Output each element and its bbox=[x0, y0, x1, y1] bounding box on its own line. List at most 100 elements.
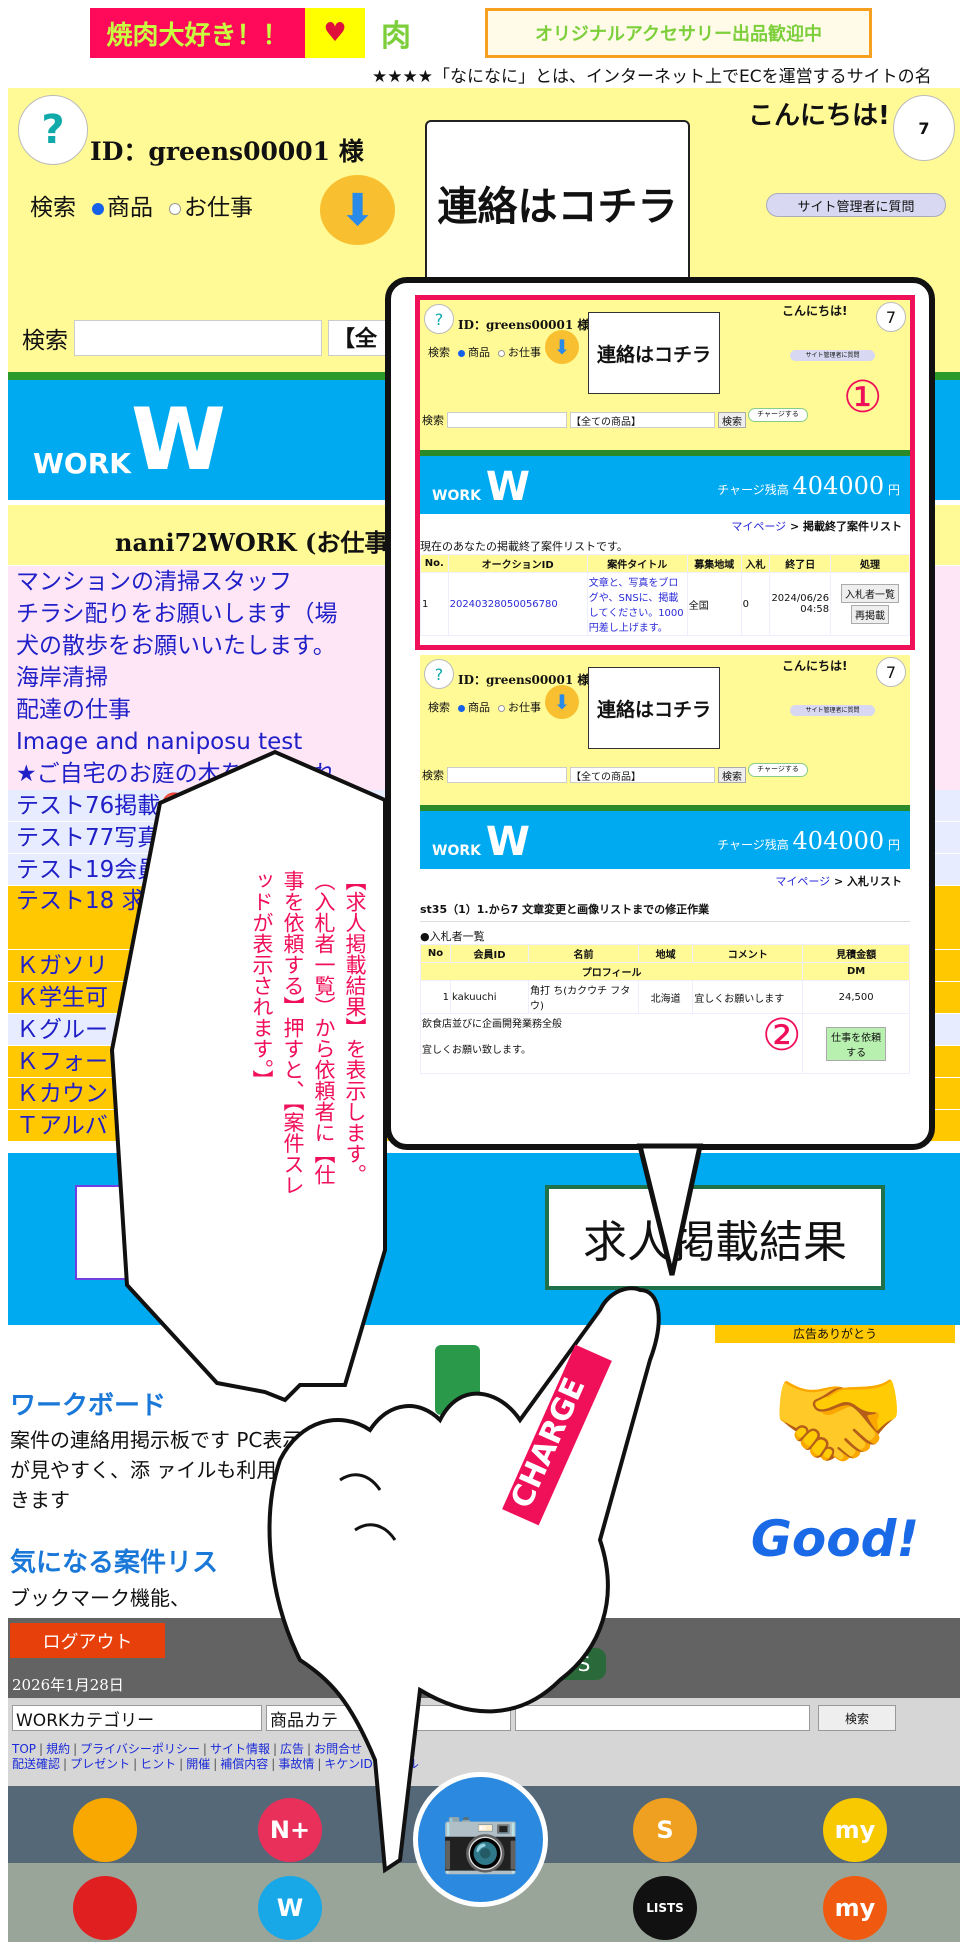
work-logo: WORK W bbox=[432, 819, 530, 865]
favorites-link[interactable]: 気になる案件リス bbox=[10, 1548, 219, 1578]
charge-balance: チャージ残高 404000 円 bbox=[717, 472, 900, 500]
cart-icon[interactable] bbox=[73, 1798, 137, 1862]
search-input[interactable] bbox=[447, 767, 567, 783]
footer-date: 2026年1月28日 bbox=[12, 1676, 124, 1694]
category-select[interactable]: 【全ての商品】 bbox=[570, 767, 715, 783]
work-w-icon[interactable]: W bbox=[258, 1876, 322, 1940]
lists-icon[interactable]: LISTS bbox=[633, 1876, 697, 1940]
alarm-icon[interactable] bbox=[73, 1876, 137, 1940]
footer-link[interactable]: 配送確認 bbox=[12, 1757, 61, 1771]
category-select[interactable]: 【全 bbox=[328, 320, 388, 356]
goods-category-select[interactable]: 商品カテ bbox=[266, 1705, 511, 1731]
banner-niku: 肉 bbox=[365, 8, 485, 58]
mascot-face-icon: 7 bbox=[876, 657, 906, 687]
greeting: こんにちは! bbox=[782, 659, 848, 673]
radio-goods[interactable]: 商品 bbox=[458, 699, 490, 715]
footer-link[interactable]: 事故情 bbox=[278, 1757, 315, 1771]
search-input[interactable] bbox=[447, 412, 567, 428]
column-header: 名前 bbox=[528, 944, 640, 963]
left-action-button[interactable] bbox=[75, 1185, 155, 1280]
column-header: 地域 bbox=[638, 944, 694, 963]
na-plus-icon[interactable]: N+ bbox=[258, 1798, 322, 1862]
panel-ended-list: ? ID：greens00001 様 検索商品お仕事 ⬇ 連絡はコチラ こんにち… bbox=[420, 300, 910, 636]
handshake-icon[interactable]: 🤝 bbox=[769, 1356, 907, 1484]
callout-text: 【求人掲載結果】を表示します。（入札者一覧）から依頼者に【仕事を依頼する】押すと… bbox=[250, 870, 367, 1196]
search-button[interactable]: 検索 bbox=[718, 412, 746, 428]
logout-button[interactable]: ログアウト bbox=[10, 1623, 165, 1658]
job-title-link[interactable]: 文章と、写真をブログや、SNSに、掲載してください。1000円差し上げます。 bbox=[586, 572, 688, 636]
search-label: 検索 bbox=[422, 414, 444, 427]
clipboard-icon bbox=[435, 1345, 480, 1415]
mouse-my-icon[interactable]: my bbox=[823, 1876, 887, 1940]
column-header: 見積金額 bbox=[802, 944, 910, 963]
step-1-marker: ① bbox=[843, 372, 883, 423]
radio-work[interactable]: お仕事 bbox=[498, 344, 541, 360]
footer-link[interactable]: プライバシーポリシー bbox=[80, 1742, 200, 1756]
contact-button[interactable]: 連絡はコチラ bbox=[588, 312, 720, 394]
contact-button[interactable]: 連絡はコチラ bbox=[588, 667, 720, 749]
greeting: こんにちは! bbox=[748, 101, 890, 131]
column-header: 入札 bbox=[740, 554, 771, 573]
radio-goods[interactable]: 商品 bbox=[458, 344, 490, 360]
sun-my-icon[interactable]: my bbox=[823, 1798, 887, 1862]
mail-envelope-icon[interactable]: ⬇ bbox=[545, 685, 579, 719]
column-header: No. bbox=[420, 554, 449, 573]
bidders-list-button[interactable]: 入札者一覧 bbox=[841, 584, 900, 603]
footer-link[interactable]: ルール bbox=[382, 1757, 419, 1771]
footer-link[interactable]: 開催 bbox=[186, 1757, 211, 1771]
good-logo[interactable]: Good! bbox=[750, 1510, 920, 1568]
breadcrumb: マイページ > 掲載終了案件リスト bbox=[731, 520, 902, 533]
mail-envelope-icon[interactable]: ⬇ bbox=[320, 175, 395, 245]
footer-search-input[interactable] bbox=[515, 1705, 810, 1731]
footer-link[interactable]: ヒント bbox=[140, 1757, 177, 1771]
radio-work[interactable]: お仕事 bbox=[498, 699, 541, 715]
search-button[interactable]: 検索 bbox=[718, 767, 746, 783]
radio-work[interactable]: お仕事 bbox=[169, 188, 253, 222]
phone-s-icon[interactable]: S bbox=[633, 1798, 697, 1862]
camera-icon[interactable]: 📷 bbox=[413, 1772, 548, 1907]
search-label: 検索 bbox=[422, 769, 444, 782]
charge-button[interactable]: チャージする bbox=[748, 763, 808, 777]
site-logo[interactable]: ? bbox=[18, 95, 88, 165]
charge-button[interactable]: チャージする bbox=[748, 408, 808, 422]
footer-link[interactable]: 規約 bbox=[46, 1742, 71, 1756]
footer-link[interactable]: プレゼント bbox=[70, 1757, 131, 1771]
breadcrumb-mypage[interactable]: マイページ bbox=[731, 520, 787, 533]
admin-question-button[interactable]: サイト管理者に質問 bbox=[790, 705, 875, 716]
footer-link[interactable]: TOP bbox=[12, 1742, 37, 1756]
admin-question-button[interactable]: サイト管理者に質問 bbox=[790, 350, 875, 361]
footer-link[interactable]: キケンID bbox=[324, 1757, 373, 1771]
radio-goods[interactable]: 商品 bbox=[92, 188, 153, 222]
relist-button[interactable]: 再掲載 bbox=[851, 605, 890, 624]
column-header: 募集地域 bbox=[686, 554, 742, 573]
column-header: 終了日 bbox=[769, 554, 832, 573]
admin-question-button[interactable]: サイト管理者に質問 bbox=[766, 193, 946, 217]
search-label: 検索 bbox=[30, 195, 76, 221]
request-job-button[interactable]: 仕事を依頼する bbox=[826, 1026, 887, 1061]
search-label-2: 検索 bbox=[22, 328, 68, 354]
workboard-link[interactable]: ワークボード bbox=[10, 1391, 167, 1421]
auction-id-link[interactable]: 20240328050056780 bbox=[447, 572, 588, 636]
mail-envelope-icon[interactable]: ⬇ bbox=[545, 330, 579, 364]
search-input[interactable] bbox=[74, 320, 322, 356]
category-select[interactable]: 【全ての商品】 bbox=[570, 412, 715, 428]
greeting: こんにちは! bbox=[782, 304, 848, 318]
breadcrumb-mypage[interactable]: マイページ bbox=[775, 875, 831, 888]
heart-icon: ♥ bbox=[305, 8, 365, 58]
column-header: No bbox=[420, 944, 451, 963]
footer-link[interactable]: 補償内容 bbox=[220, 1757, 269, 1771]
footer-search-button[interactable]: 検索 bbox=[818, 1705, 896, 1731]
footer-link[interactable]: 広告 bbox=[280, 1742, 305, 1756]
footer-link[interactable]: お問合せ bbox=[314, 1742, 363, 1756]
ad-banner[interactable]: 焼肉大好き！！ ♥ 肉 オリジナルアクセサリー出品歓迎中 bbox=[90, 8, 872, 58]
site-logo: ? bbox=[424, 304, 454, 334]
footer-link[interactable]: サイト情報 bbox=[209, 1742, 270, 1756]
contact-button[interactable]: 連絡はコチラ bbox=[425, 120, 690, 285]
mascot-face-icon: 7 bbox=[876, 302, 906, 332]
mascot-face-icon: 7 bbox=[893, 95, 955, 161]
work-category-select[interactable]: WORKカテゴリー bbox=[12, 1705, 262, 1731]
job-result-button[interactable]: 求人掲載結果 bbox=[545, 1185, 885, 1290]
